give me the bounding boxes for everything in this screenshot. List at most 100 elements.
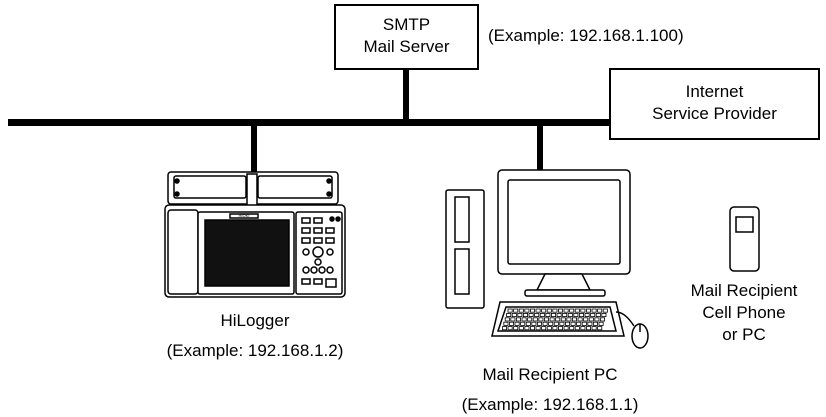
keyboard-key <box>510 317 516 322</box>
keyboard-key <box>507 326 513 331</box>
keyboard-key <box>532 317 538 322</box>
keyboard-key <box>591 308 597 313</box>
keyboard-key <box>504 317 510 322</box>
keyboard-key <box>563 326 569 331</box>
keyboard-key <box>556 312 562 317</box>
keyboard-key <box>580 326 586 331</box>
keyboard-key <box>574 308 580 313</box>
keyboard-key <box>552 326 558 331</box>
pc-connector <box>537 125 543 172</box>
phone-label-line1: Mail Recipient <box>690 281 798 300</box>
keyboard-key <box>581 321 587 326</box>
keyboard-key <box>553 321 559 326</box>
keyboard-key <box>600 317 606 322</box>
keyboard-key <box>563 308 569 313</box>
keyboard-key <box>524 308 530 313</box>
phone-label-line3: or PC <box>722 325 766 344</box>
hilogger-connector <box>251 125 257 175</box>
smtp-label-line1: SMTP <box>382 15 431 34</box>
smtp-example-ip: (Example: 192.168.1.100) <box>488 26 684 45</box>
keyboard-key <box>574 326 580 331</box>
keyboard-key <box>517 312 523 317</box>
keyboard-key <box>508 321 514 326</box>
keyboard-key <box>518 326 524 331</box>
keyboard-key <box>530 308 536 313</box>
keyboard-key <box>602 308 608 313</box>
keyboard-key <box>594 317 600 322</box>
keyboard-key <box>546 326 552 331</box>
keyboard-key <box>545 312 551 317</box>
keyboard-key <box>501 326 507 331</box>
hilogger-label: HiLogger <box>220 311 290 330</box>
keyboard-key <box>569 308 575 313</box>
isp-box <box>609 68 820 140</box>
keyboard-key <box>551 312 557 317</box>
keyboard-key <box>549 317 555 322</box>
keyboard-key <box>590 312 596 317</box>
keyboard-key <box>591 326 597 331</box>
cell-phone <box>729 206 760 272</box>
keyboard-key <box>541 308 547 313</box>
keyboard-key <box>541 326 547 331</box>
smtp-server-label: SMTP Mail Server <box>335 14 478 58</box>
keyboard-key <box>562 312 568 317</box>
keyboard-key <box>570 321 576 326</box>
network-bus <box>8 119 820 126</box>
keyboard-key <box>588 317 594 322</box>
keyboard-key <box>566 317 572 322</box>
hilogger-example-ip: (Example: 192.168.1.2) <box>166 341 344 360</box>
keyboard-key <box>534 312 540 317</box>
keyboard-key <box>503 321 509 326</box>
keyboard-key <box>542 321 548 326</box>
isp-label-line1: Internet <box>685 82 744 101</box>
keyboard-key <box>506 312 512 317</box>
keyboard-key <box>514 321 520 326</box>
smtp-connector <box>403 69 409 121</box>
hilogger-device <box>164 171 346 298</box>
keyboard-key <box>580 308 586 313</box>
keyboard-key <box>544 317 550 322</box>
phone-label-line2: Cell Phone <box>702 303 786 322</box>
keyboard-key <box>573 312 579 317</box>
keyboard-key <box>595 312 601 317</box>
keyboard-keys <box>501 308 608 331</box>
keyboard-key <box>516 317 522 322</box>
keyboard-key <box>593 321 599 326</box>
keyboard-key <box>565 321 571 326</box>
keyboard-key <box>567 312 573 317</box>
keyboard-key <box>552 308 558 313</box>
keyboard-key <box>558 308 564 313</box>
keyboard-key <box>597 308 603 313</box>
recipient-pc-label: Mail Recipient PC <box>482 365 618 384</box>
keyboard-key <box>520 321 526 326</box>
keyboard-key <box>525 321 531 326</box>
keyboard-key <box>577 317 583 322</box>
keyboard-key <box>576 321 582 326</box>
recipient-pc-example-ip: (Example: 192.168.1.1) <box>461 395 639 414</box>
keyboard-key <box>569 326 575 331</box>
keyboard-key <box>531 321 537 326</box>
hilogger-brand: HIOKI <box>239 213 250 218</box>
keyboard-key <box>584 312 590 317</box>
keyboard-key <box>598 321 604 326</box>
keyboard-key <box>535 326 541 331</box>
keyboard-key <box>507 308 513 313</box>
keyboard-key <box>539 312 545 317</box>
keyboard-key <box>546 308 552 313</box>
keyboard-key <box>548 321 554 326</box>
keyboard-key <box>524 326 530 331</box>
keyboard-key <box>560 317 566 322</box>
keyboard-key <box>535 308 541 313</box>
keyboard-key <box>528 312 534 317</box>
keyboard-key <box>586 326 592 331</box>
keyboard-key <box>537 321 543 326</box>
keyboard-key <box>583 317 589 322</box>
recipient-phone-label: Mail Recipient Cell Phone or PC <box>664 280 824 346</box>
keyboard-key <box>511 312 517 317</box>
smtp-label-line2: Mail Server <box>363 37 450 56</box>
keyboard-key <box>572 317 578 322</box>
keyboard-key <box>559 321 565 326</box>
keyboard-key <box>518 308 524 313</box>
keyboard-key <box>587 321 593 326</box>
